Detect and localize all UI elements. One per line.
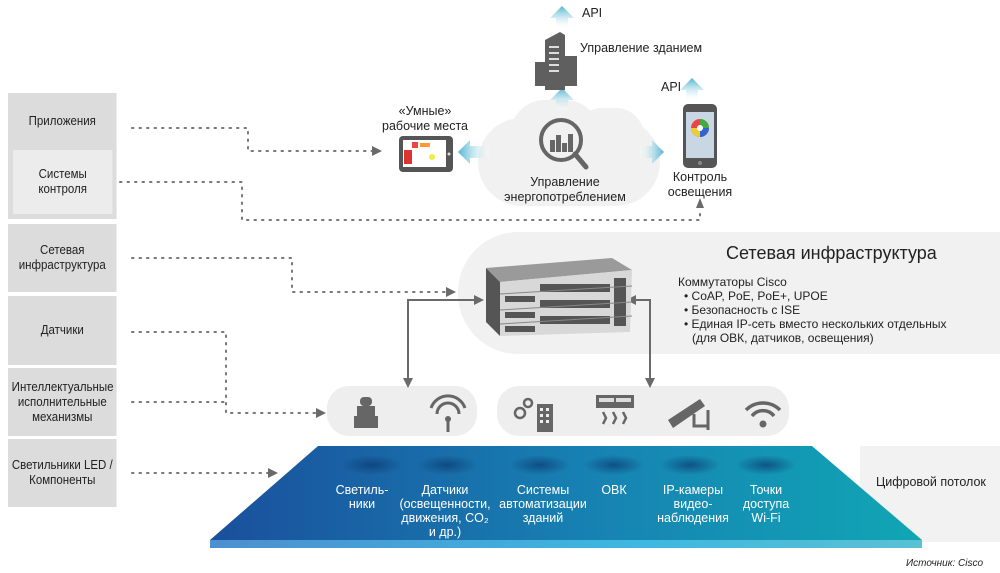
device-group-left xyxy=(327,386,477,436)
layer-sensors: Датчики xyxy=(8,296,117,365)
source-note: Источник: Cisco xyxy=(906,558,984,569)
ceiling-edge xyxy=(210,540,922,548)
hvac-icon xyxy=(596,395,634,425)
smart-workplaces-label-1: «Умные» xyxy=(398,104,452,118)
network-title: Сетевая инфраструктура xyxy=(726,243,937,263)
layer-actuators: Интеллектуальные исполнительные механизм… xyxy=(8,368,117,436)
layer-label: Интеллектуальные исполнительные механизм… xyxy=(11,379,114,424)
network-subtitle: Коммутаторы Cisco xyxy=(678,275,787,289)
building-automation-icon xyxy=(513,397,553,432)
ceiling-glows xyxy=(342,455,796,475)
smart-workplaces-label-2: рабочие места xyxy=(382,119,468,133)
dotted-connectors xyxy=(119,127,701,474)
energy-cloud-bump2 xyxy=(574,108,644,164)
network-bullet-2: • Безопасность с ISE xyxy=(684,303,801,317)
layer-label: Системы контроля xyxy=(38,167,88,196)
tablet-icon xyxy=(399,136,453,172)
arrow-right-lighting-icon xyxy=(640,140,664,164)
wifi-icon xyxy=(744,401,782,428)
network-bullet-3: • Единая IP-сеть вместо нескольких отдел… xyxy=(684,317,947,331)
light-bulb-icon xyxy=(354,397,378,428)
lighting-ctrl-label-2: освещения xyxy=(667,185,733,199)
arrow-up-api-icon xyxy=(550,6,574,28)
cyan-arrows xyxy=(458,6,704,164)
network-bullet-1: • CoAP, PoE, PoE+, UPOE xyxy=(684,289,828,303)
ip-camera-icon xyxy=(668,399,710,430)
lighting-ctrl-label-1: Контроль xyxy=(672,170,728,184)
api-right-label: API xyxy=(661,80,682,94)
arrow-left-workplaces-icon xyxy=(458,140,490,164)
layer-control-systems: Системы контроля xyxy=(13,150,113,214)
ceiling-item-lights: Светиль-ники xyxy=(335,483,389,511)
digital-ceiling-label: Цифровой потолок xyxy=(876,475,986,489)
magnifier-chart-icon xyxy=(539,118,589,170)
phone-icon xyxy=(683,104,717,168)
energy-mgmt-label-2: энергопотреблением xyxy=(504,190,626,204)
energy-mgmt-label-1: Управление xyxy=(530,175,600,189)
layer-label: Датчики xyxy=(40,323,84,337)
building-mgmt-label: Управление зданием xyxy=(580,41,703,55)
network-bullet-3-cont: (для ОВК, датчиков, освещения) xyxy=(692,331,874,345)
layer-label: Светильники LED / Компоненты xyxy=(11,458,113,487)
layer-label: Сетевая инфраструктура xyxy=(18,243,106,272)
arrowheads xyxy=(268,146,704,478)
building-icon xyxy=(535,32,577,90)
layer-led-components: Светильники LED / Компоненты xyxy=(8,439,117,507)
arrow-up-building-icon xyxy=(550,88,574,110)
layer-label: Приложения xyxy=(28,114,96,128)
switch-links xyxy=(407,299,651,380)
layer-network: Сетевая инфраструктура xyxy=(8,224,117,292)
cisco-switch-icon xyxy=(486,258,633,336)
sensor-icon xyxy=(429,394,467,432)
api-top-label: API xyxy=(582,6,603,20)
arrow-up-api-right-icon xyxy=(680,78,704,100)
ceiling-item-hvac: ОВК xyxy=(601,483,627,497)
